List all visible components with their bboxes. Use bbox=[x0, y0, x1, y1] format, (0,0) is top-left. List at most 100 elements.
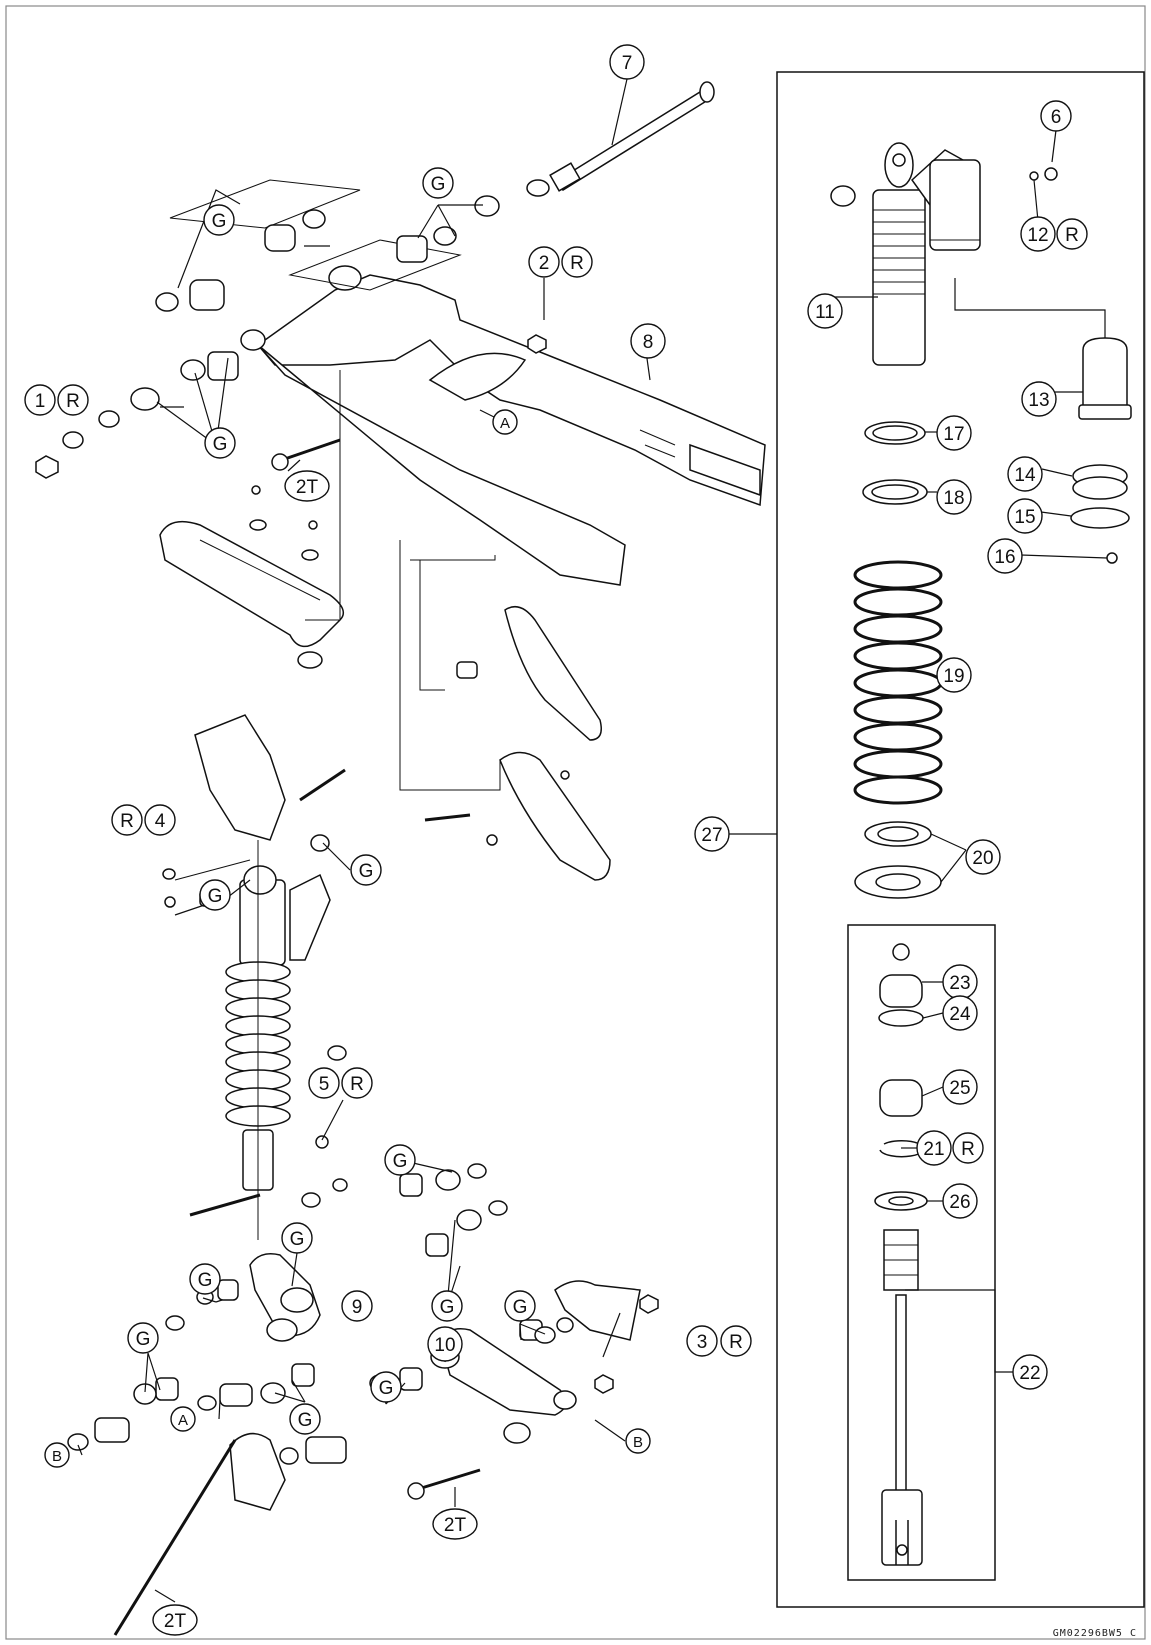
svg-text:B: B bbox=[633, 1434, 643, 1451]
piston-parts-21-26 bbox=[874, 943, 928, 1211]
svg-text:1: 1 bbox=[35, 391, 46, 412]
svg-text:G: G bbox=[440, 1297, 455, 1318]
svg-text:G: G bbox=[298, 1410, 313, 1431]
reservoir-parts-14-16 bbox=[1070, 464, 1130, 564]
svg-text:R: R bbox=[350, 1074, 364, 1095]
svg-text:19: 19 bbox=[943, 666, 964, 687]
callout-10: 10 bbox=[427, 1326, 463, 1362]
spring-nuts-17-18-parts bbox=[862, 421, 928, 505]
svg-text:G: G bbox=[513, 1297, 528, 1318]
shock-assembly-part bbox=[162, 714, 346, 1217]
svg-text:12: 12 bbox=[1027, 225, 1048, 246]
callout-4-r: R bbox=[111, 804, 143, 836]
callout-4: 4 bbox=[144, 804, 176, 836]
callout-12-r: R bbox=[1056, 218, 1088, 250]
callout-2-r: R bbox=[561, 246, 593, 278]
svg-text:G: G bbox=[198, 1270, 213, 1291]
linkage-bearings-parts bbox=[67, 1045, 659, 1500]
callout-2t-top: 2T bbox=[284, 470, 330, 502]
callout-23: 23 bbox=[942, 964, 978, 1000]
svg-text:20: 20 bbox=[972, 848, 993, 869]
svg-text:R: R bbox=[66, 391, 80, 412]
svg-text:R: R bbox=[570, 253, 584, 274]
svg-text:26: 26 bbox=[949, 1192, 970, 1213]
svg-text:11: 11 bbox=[815, 302, 835, 323]
callout-g-9: G bbox=[431, 1290, 463, 1322]
figure-code: GM02296BW5 C bbox=[1052, 1628, 1137, 1639]
callout-3: 3 bbox=[686, 1325, 718, 1357]
callout-25: 25 bbox=[942, 1069, 978, 1105]
svg-text:R: R bbox=[1065, 225, 1079, 246]
svg-text:16: 16 bbox=[994, 547, 1015, 568]
callout-13: 13 bbox=[1021, 381, 1057, 417]
svg-text:A: A bbox=[178, 1412, 188, 1429]
svg-text:B: B bbox=[52, 1448, 62, 1465]
svg-text:21: 21 bbox=[923, 1139, 944, 1160]
callout-17: 17 bbox=[936, 415, 972, 451]
svg-text:23: 23 bbox=[949, 973, 970, 994]
svg-text:13: 13 bbox=[1028, 390, 1049, 411]
callout-21: 21 bbox=[916, 1130, 952, 1166]
callout-labels: 7 6 12 R 2 R 8 11 13 1 R 17 14 18 15 16 … bbox=[24, 44, 1088, 1636]
svg-text:R: R bbox=[120, 811, 134, 832]
svg-text:G: G bbox=[359, 861, 374, 882]
callout-g-2: G bbox=[422, 167, 454, 199]
callout-15: 15 bbox=[1007, 498, 1043, 534]
callout-1: 1 bbox=[24, 384, 56, 416]
callout-3-r: R bbox=[720, 1325, 752, 1357]
linkage-parts-9-10 bbox=[113, 1253, 641, 1636]
callout-2: 2 bbox=[528, 246, 560, 278]
svg-text:24: 24 bbox=[949, 1004, 971, 1025]
callout-g-12: G bbox=[289, 1403, 321, 1435]
callout-20: 20 bbox=[965, 839, 1001, 875]
svg-text:G: G bbox=[212, 211, 227, 232]
svg-text:25: 25 bbox=[949, 1078, 970, 1099]
spring-seats-20-parts bbox=[854, 821, 942, 899]
svg-text:G: G bbox=[213, 434, 228, 455]
svg-text:27: 27 bbox=[701, 825, 722, 846]
chain-guide-part bbox=[399, 540, 611, 881]
swingarm-8-part bbox=[240, 265, 766, 586]
callout-a-lower: A bbox=[170, 1406, 196, 1432]
shock-body-11-part bbox=[830, 142, 1058, 366]
callout-11: 11 bbox=[807, 293, 843, 329]
callout-g-11: G bbox=[127, 1322, 159, 1354]
callout-b-right: B bbox=[625, 1428, 651, 1454]
svg-text:2T: 2T bbox=[296, 477, 319, 498]
callout-5-r: R bbox=[341, 1067, 373, 1099]
callout-g-8: G bbox=[189, 1263, 221, 1295]
svg-text:17: 17 bbox=[943, 424, 964, 445]
svg-text:2T: 2T bbox=[444, 1515, 467, 1536]
callout-g-1: G bbox=[203, 204, 235, 236]
svg-text:G: G bbox=[208, 886, 223, 907]
callout-19: 19 bbox=[936, 657, 972, 693]
svg-text:15: 15 bbox=[1014, 507, 1035, 528]
chain-slider-part bbox=[159, 485, 345, 669]
callout-24: 24 bbox=[942, 995, 978, 1031]
svg-text:4: 4 bbox=[155, 811, 166, 832]
callout-1-r: R bbox=[57, 384, 89, 416]
piston-rod-22-part bbox=[881, 1229, 923, 1566]
callout-b-lower-left: B bbox=[44, 1442, 70, 1468]
callout-5: 5 bbox=[308, 1067, 340, 1099]
svg-text:G: G bbox=[379, 1378, 394, 1399]
svg-text:G: G bbox=[393, 1151, 408, 1172]
callout-a-upper: A bbox=[492, 409, 518, 435]
svg-text:18: 18 bbox=[943, 488, 964, 509]
callout-2t-mid: 2T bbox=[432, 1508, 478, 1540]
callout-18: 18 bbox=[936, 479, 972, 515]
callout-g-3: G bbox=[204, 427, 236, 459]
svg-text:2: 2 bbox=[539, 253, 550, 274]
svg-text:G: G bbox=[431, 174, 446, 195]
svg-text:9: 9 bbox=[352, 1297, 363, 1318]
callout-22: 22 bbox=[1012, 1354, 1048, 1390]
svg-text:5: 5 bbox=[319, 1074, 330, 1095]
callout-2t-bot: 2T bbox=[152, 1604, 198, 1636]
callout-g-10: G bbox=[504, 1290, 536, 1322]
svg-text:G: G bbox=[290, 1229, 305, 1250]
svg-text:A: A bbox=[500, 415, 510, 432]
callout-27: 27 bbox=[694, 816, 730, 852]
svg-text:10: 10 bbox=[434, 1335, 455, 1356]
callout-g-7: G bbox=[281, 1222, 313, 1254]
svg-text:G: G bbox=[136, 1329, 151, 1350]
